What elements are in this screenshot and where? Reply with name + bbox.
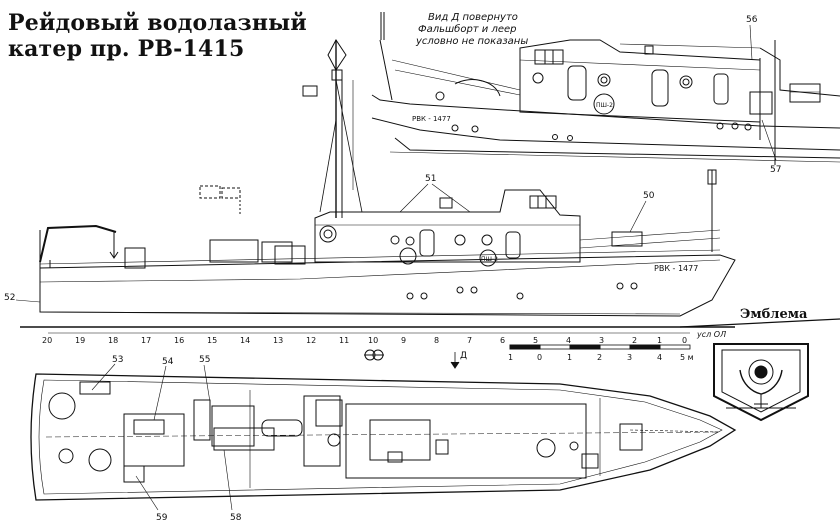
emblem-icon	[713, 343, 809, 422]
side-view: ПШ-2	[4, 39, 840, 369]
title-line-2: катер пр. РВ-1415	[8, 36, 245, 62]
callout-57: 56	[746, 15, 758, 25]
title-line-1: Рейдовый водолазный	[8, 10, 307, 36]
callout-56: 58	[230, 513, 242, 523]
frame-20: 20	[42, 336, 52, 345]
frame-16: 16	[174, 336, 184, 345]
scale-tick-0: 0	[537, 353, 542, 362]
hull-name-detail: РВК - 1477	[412, 115, 451, 123]
frame-5: 5	[533, 336, 538, 345]
frame-0: 0	[682, 336, 687, 345]
waterline-label: усл ОЛ	[696, 330, 726, 339]
frame-14: 14	[240, 336, 250, 345]
scale-bar: 1 0 1 2 3 4 5 м	[508, 344, 694, 362]
scale-tick-1: 1	[567, 353, 572, 362]
scale-tick-2: 2	[597, 353, 602, 362]
note-line-3: условно не показаны	[416, 36, 529, 47]
scale-tick-neg1: 1	[508, 353, 513, 362]
note-line-2: Фальшборт и леер	[418, 24, 517, 35]
frame-3: 3	[599, 336, 604, 345]
callout-54: 54	[162, 357, 174, 367]
callout-58: 57	[770, 165, 781, 175]
frame-2: 2	[632, 336, 637, 345]
frame-17: 17	[141, 336, 151, 345]
hatch-label-detail: ПШ-2	[596, 102, 613, 109]
frame-4: 4	[566, 336, 571, 345]
scale-tick-3: 3	[627, 353, 632, 362]
emblem-label: Эмблема	[740, 307, 808, 322]
frame-8: 8	[434, 336, 439, 345]
frame-6: 6	[500, 336, 505, 345]
callout-55: 55	[199, 355, 210, 365]
callout-53: 53	[112, 355, 123, 365]
frame-9: 9	[401, 336, 406, 345]
frame-19: 19	[75, 336, 85, 345]
callout-59: 59	[156, 513, 168, 523]
scale-tick-5m: 5 м	[680, 353, 694, 362]
frame-7: 7	[467, 336, 472, 345]
frame-12: 12	[306, 336, 316, 345]
frame-1: 1	[657, 336, 662, 345]
frame-13: 13	[273, 336, 283, 345]
frame-15: 15	[207, 336, 217, 345]
hatch-label-side: ПШ-2	[481, 256, 498, 263]
frame-11: 11	[339, 336, 349, 345]
callout-52: 52	[4, 293, 15, 303]
top-view: 53 54 55 59 58	[30, 355, 737, 523]
callout-51: 51	[425, 174, 436, 184]
detail-view: ПШ-2 РВК - 1477 56 57	[371, 12, 840, 175]
frame-10: 10	[368, 336, 378, 345]
hull-name-side: РВК - 1477	[654, 264, 698, 273]
callout-50: 50	[643, 191, 655, 201]
view-marker: Д	[460, 351, 467, 361]
frame-18: 18	[108, 336, 118, 345]
scale-tick-4: 4	[657, 353, 662, 362]
note-line-1: Вид Д повернуто	[428, 12, 518, 23]
